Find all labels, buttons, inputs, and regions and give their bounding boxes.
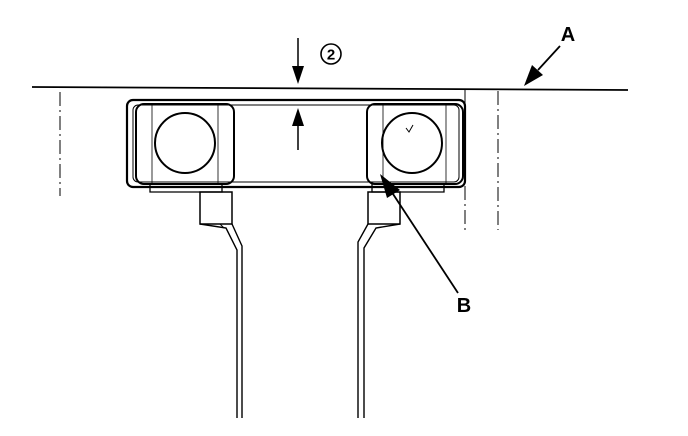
dimension-label: 2	[320, 43, 342, 65]
label-a-text: A	[561, 24, 575, 46]
label-b-text: B	[457, 295, 471, 317]
label-b: B	[380, 174, 471, 317]
dimension-indicator	[292, 38, 304, 150]
label-a-arrow	[524, 65, 543, 86]
label-a: A	[524, 24, 575, 86]
reference-surface-line	[31, 86, 629, 91]
dimension-arrow-up	[292, 108, 304, 126]
left-bushing	[135, 103, 235, 193]
dimension-label-text: 2	[327, 47, 335, 64]
right-bushing	[366, 103, 464, 193]
label-b-arrow	[380, 174, 400, 198]
bracket-block	[125, 98, 467, 189]
right-hanger-rod	[357, 191, 401, 418]
guide-lines	[59, 90, 499, 230]
left-hanger-rod	[199, 191, 243, 418]
dimension-arrow-down	[292, 66, 304, 84]
